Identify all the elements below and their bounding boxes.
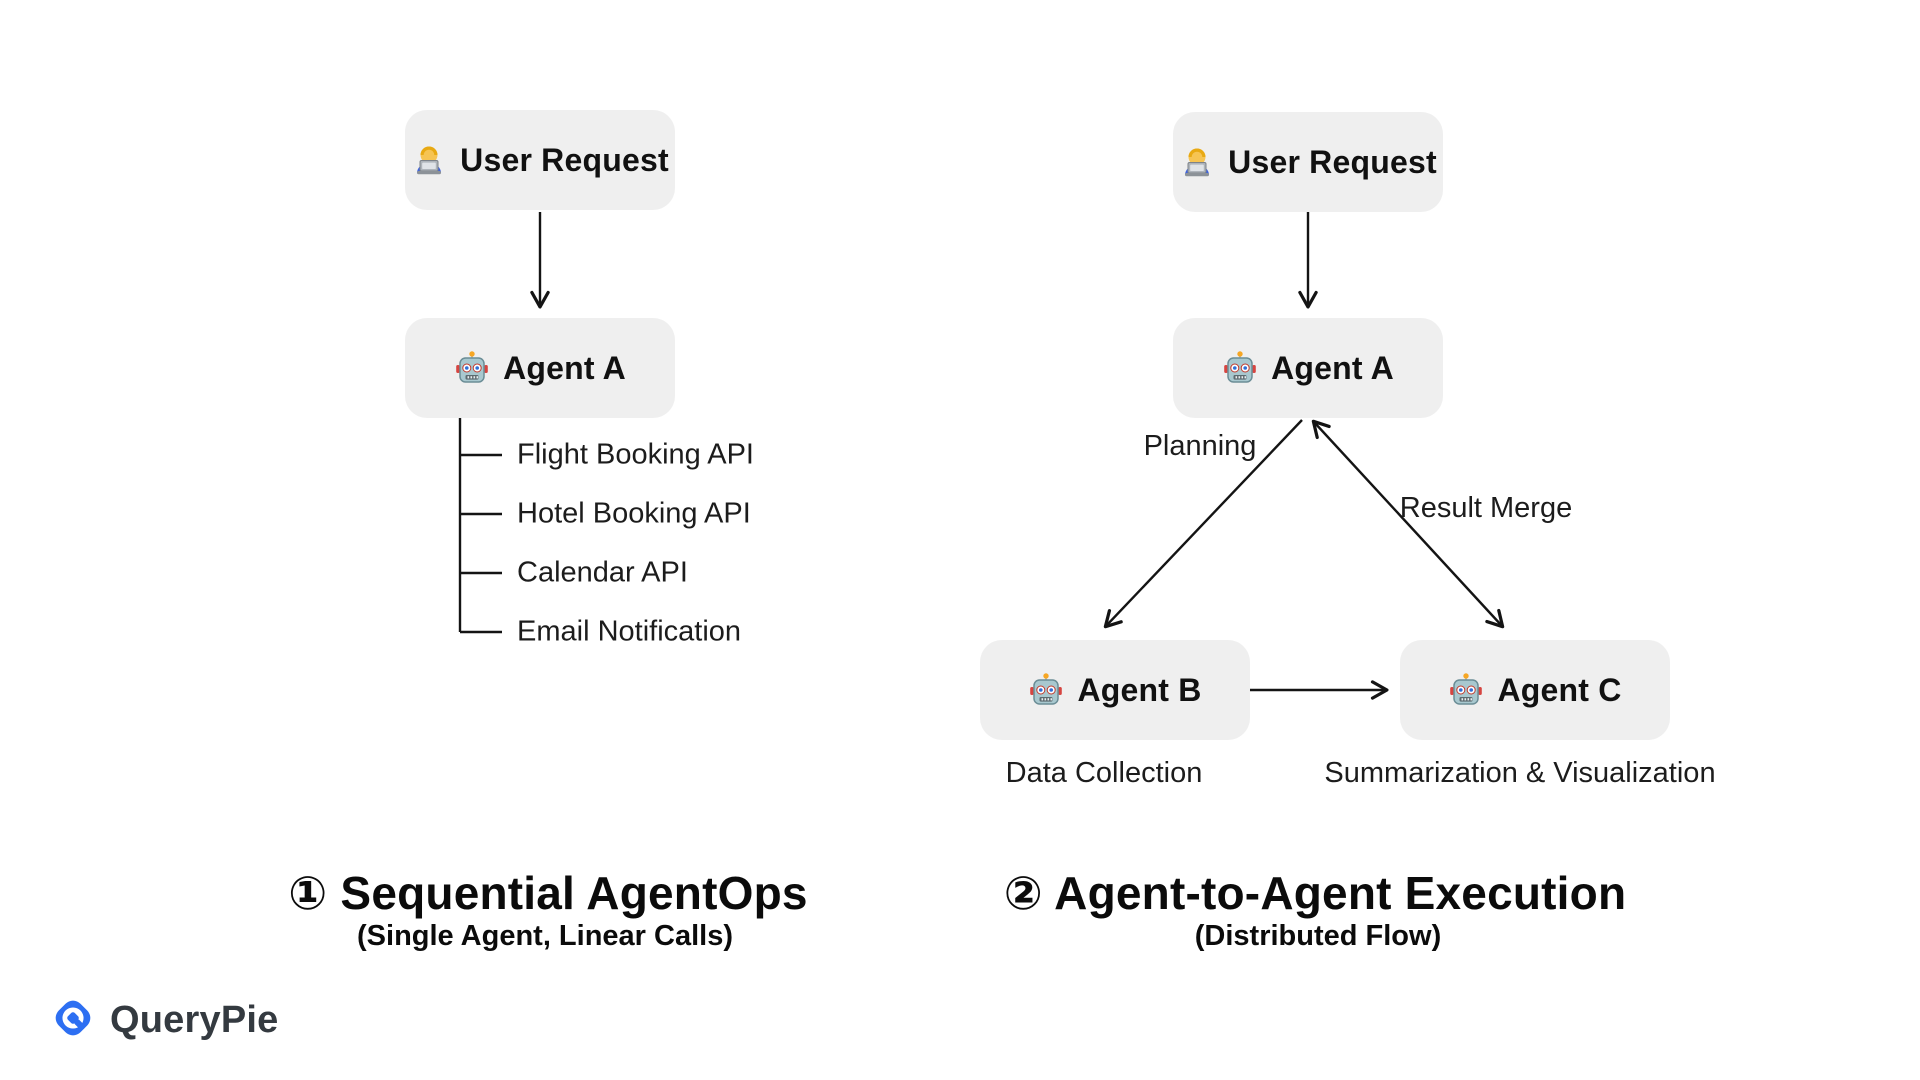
robot-emoji-icon — [1448, 672, 1484, 708]
robot-emoji-icon — [1222, 350, 1258, 386]
agent-b-node: Agent B — [980, 640, 1250, 740]
querypie-logo: QueryPie — [50, 995, 278, 1046]
left-diagram-title: ① Sequential AgentOps — [288, 867, 808, 919]
api-item-hotel-booking: Hotel Booking API — [517, 497, 751, 530]
agent-c-caption: Summarization & Visualization — [1324, 757, 1716, 789]
planning-edge-label: Planning — [1143, 430, 1257, 462]
agent-b-label: Agent B — [1077, 671, 1202, 708]
robot-emoji-icon — [1028, 672, 1064, 708]
right-agent-a-node: Agent A — [1173, 318, 1443, 418]
left-user-request-label: User Request — [460, 141, 669, 178]
left-agent-a-node: Agent A — [405, 318, 675, 418]
man-technologist-emoji-icon — [1179, 144, 1215, 180]
right-diagram-title: ② Agent-to-Agent Execution — [1003, 867, 1627, 919]
result-merge-edge-label: Result Merge — [1399, 492, 1573, 524]
querypie-logo-text: QueryPie — [110, 999, 279, 1041]
right-user-request-label: User Request — [1228, 143, 1437, 180]
man-technologist-emoji-icon — [411, 142, 447, 178]
robot-emoji-icon — [454, 350, 490, 386]
agent-c-node: Agent C — [1400, 640, 1670, 740]
querypie-logo-icon — [50, 995, 96, 1046]
left-diagram-subtitle: (Single Agent, Linear Calls) — [357, 920, 733, 952]
agent-b-caption: Data Collection — [1005, 757, 1203, 789]
api-item-flight-booking: Flight Booking API — [517, 438, 754, 471]
right-agent-a-label: Agent A — [1271, 349, 1394, 386]
left-agent-a-label: Agent A — [503, 349, 626, 386]
api-item-email-notification: Email Notification — [517, 615, 742, 648]
left-user-request-node: User Request — [405, 110, 675, 210]
api-item-calendar: Calendar API — [517, 556, 688, 589]
right-user-request-node: User Request — [1173, 112, 1443, 212]
agent-c-label: Agent C — [1497, 671, 1622, 708]
right-diagram-subtitle: (Distributed Flow) — [1194, 920, 1442, 952]
